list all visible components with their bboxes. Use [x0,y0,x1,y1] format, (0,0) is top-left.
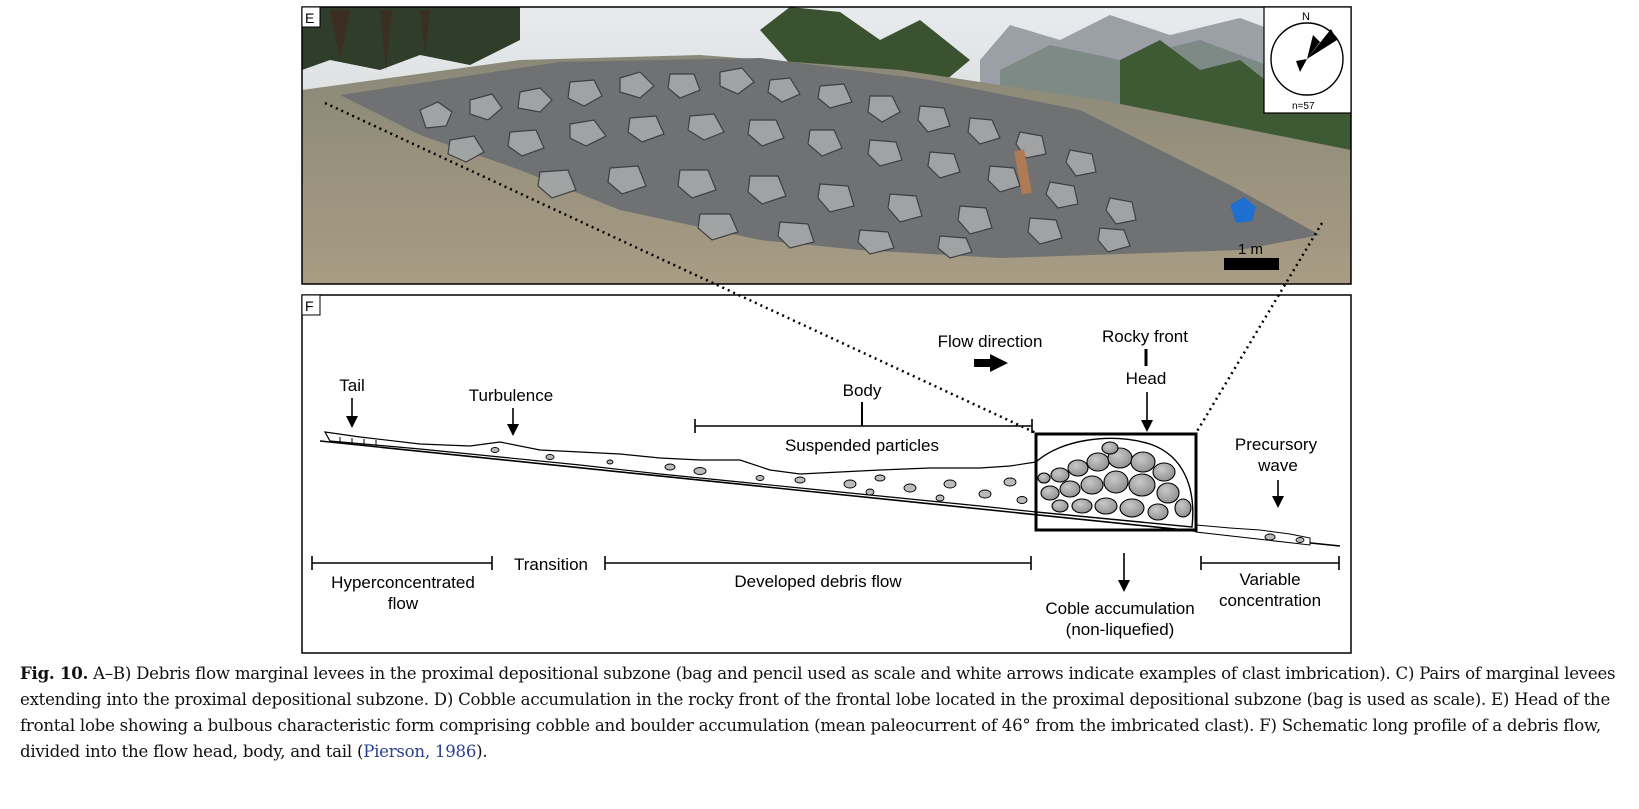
coble-accumulation-label: Coble accumulation [1045,599,1194,618]
body-label: Body [843,381,882,400]
developed-debris-flow-label: Developed debris flow [734,572,902,591]
concentration-label: concentration [1219,591,1321,610]
scale-bar-label: 1 m [1238,241,1263,258]
caption-text: A–B) Debris flow marginal levees in the … [20,664,1616,761]
caption-end: ). [476,742,488,761]
panel-e-photo [302,7,1351,284]
paleocurrent-rose-diagram: N n=57 [1263,6,1352,114]
panel-f-label: F [305,298,314,314]
non-liquefied-label: (non-liquefied) [1066,620,1175,639]
rose-north-label: N [1302,11,1310,23]
correspondence-line-right [1194,222,1324,434]
panel-e-label: E [305,10,314,26]
turbulence-label: Turbulence [469,386,553,405]
precursory-label: Precursory [1235,435,1318,454]
head-label: Head [1126,369,1167,388]
panel-f-frame [301,294,1352,654]
tail-label: Tail [339,376,365,395]
caption-fig-label: Fig. 10. [20,663,89,683]
correspondence-line-left [324,101,1037,435]
zone-brackets [311,553,1340,584]
panel-e-frame [301,6,1352,285]
flow-direction-label: Flow direction [938,332,1043,351]
rose-count-label: n=57 [1292,101,1315,112]
wave-label: wave [1257,456,1298,475]
flow-direction-arrow [974,354,1008,372]
rose-petal [1307,29,1337,59]
transition-label: Transition [514,555,588,574]
head-box [1034,432,1198,532]
rocky-front-label: Rocky front [1102,327,1188,346]
hyperconcentrated-label: Hyperconcentrated [331,573,475,592]
suspended-particles-label: Suspended particles [785,436,939,455]
flow-label: flow [388,594,419,613]
figure-caption: Fig. 10. A–B) Debris flow marginal levee… [20,660,1630,765]
caption-reference-link[interactable]: Pierson, 1986 [363,742,477,761]
variable-label: Variable [1239,570,1300,589]
